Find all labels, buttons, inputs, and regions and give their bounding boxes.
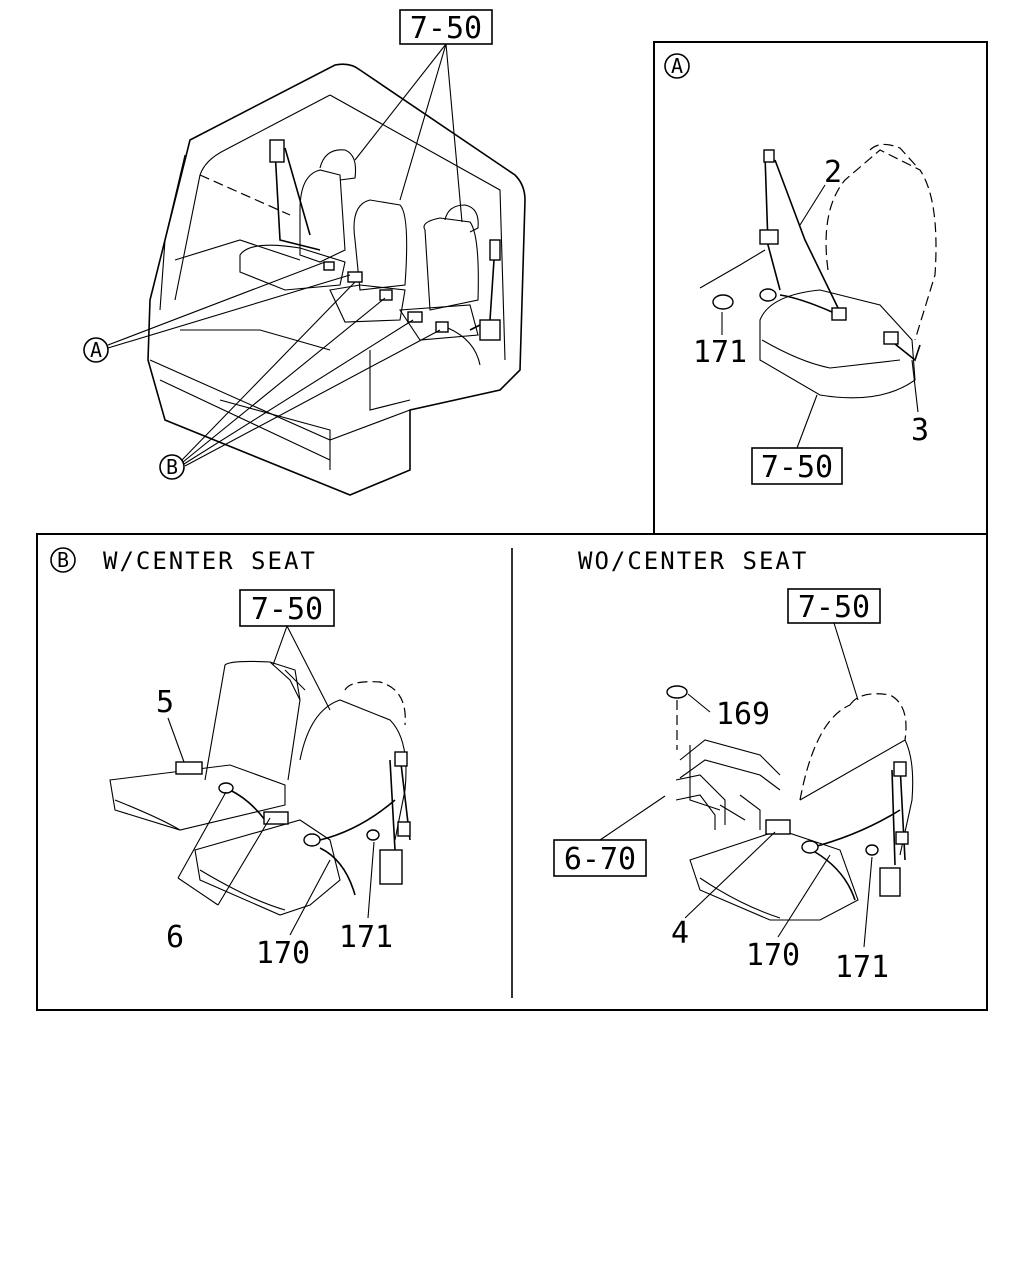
part-label-171-a: 171 xyxy=(693,335,747,370)
panel-b-left-seats xyxy=(109,660,411,916)
part-label-171-right: 171 xyxy=(835,950,889,985)
part-label-2: 2 xyxy=(824,155,842,190)
part-label-6: 6 xyxy=(166,920,184,955)
part-label-5: 5 xyxy=(156,685,174,720)
ref-label-top: 7-50 xyxy=(410,11,482,46)
panel-b-marker xyxy=(50,547,76,573)
panel-b-right-title: WO/CENTER SEAT xyxy=(578,547,808,575)
ref-label-panel-a: 7-50 xyxy=(761,450,833,485)
panel-a-marker-label: A xyxy=(671,54,683,78)
ref-label-panel-b-right: 7-50 xyxy=(798,590,870,625)
part-label-3: 3 xyxy=(911,413,929,448)
callout-marker-b xyxy=(159,454,185,480)
panel-b-left-title: W/CENTER SEAT xyxy=(103,547,317,575)
cab-overview xyxy=(147,63,526,496)
panel-a-marker xyxy=(664,53,690,79)
callout-marker-b-label: B xyxy=(166,455,178,479)
ref-label-panel-b-left: 7-50 xyxy=(251,592,323,627)
panel-a-seat xyxy=(699,143,937,399)
panel-b-marker-label: B xyxy=(57,548,69,572)
panel-b-right-seat xyxy=(666,685,914,921)
part-label-169: 169 xyxy=(716,697,770,732)
part-label-171-left: 171 xyxy=(339,920,393,955)
ref-label-panel-b-right-floor: 6-70 xyxy=(564,842,636,877)
part-label-170-right: 170 xyxy=(746,938,800,973)
part-label-4: 4 xyxy=(671,916,689,951)
panel-b-frame xyxy=(36,533,988,1011)
part-label-170-left: 170 xyxy=(256,936,310,971)
callout-marker-a xyxy=(83,337,109,363)
callout-marker-a-label: A xyxy=(90,338,102,362)
